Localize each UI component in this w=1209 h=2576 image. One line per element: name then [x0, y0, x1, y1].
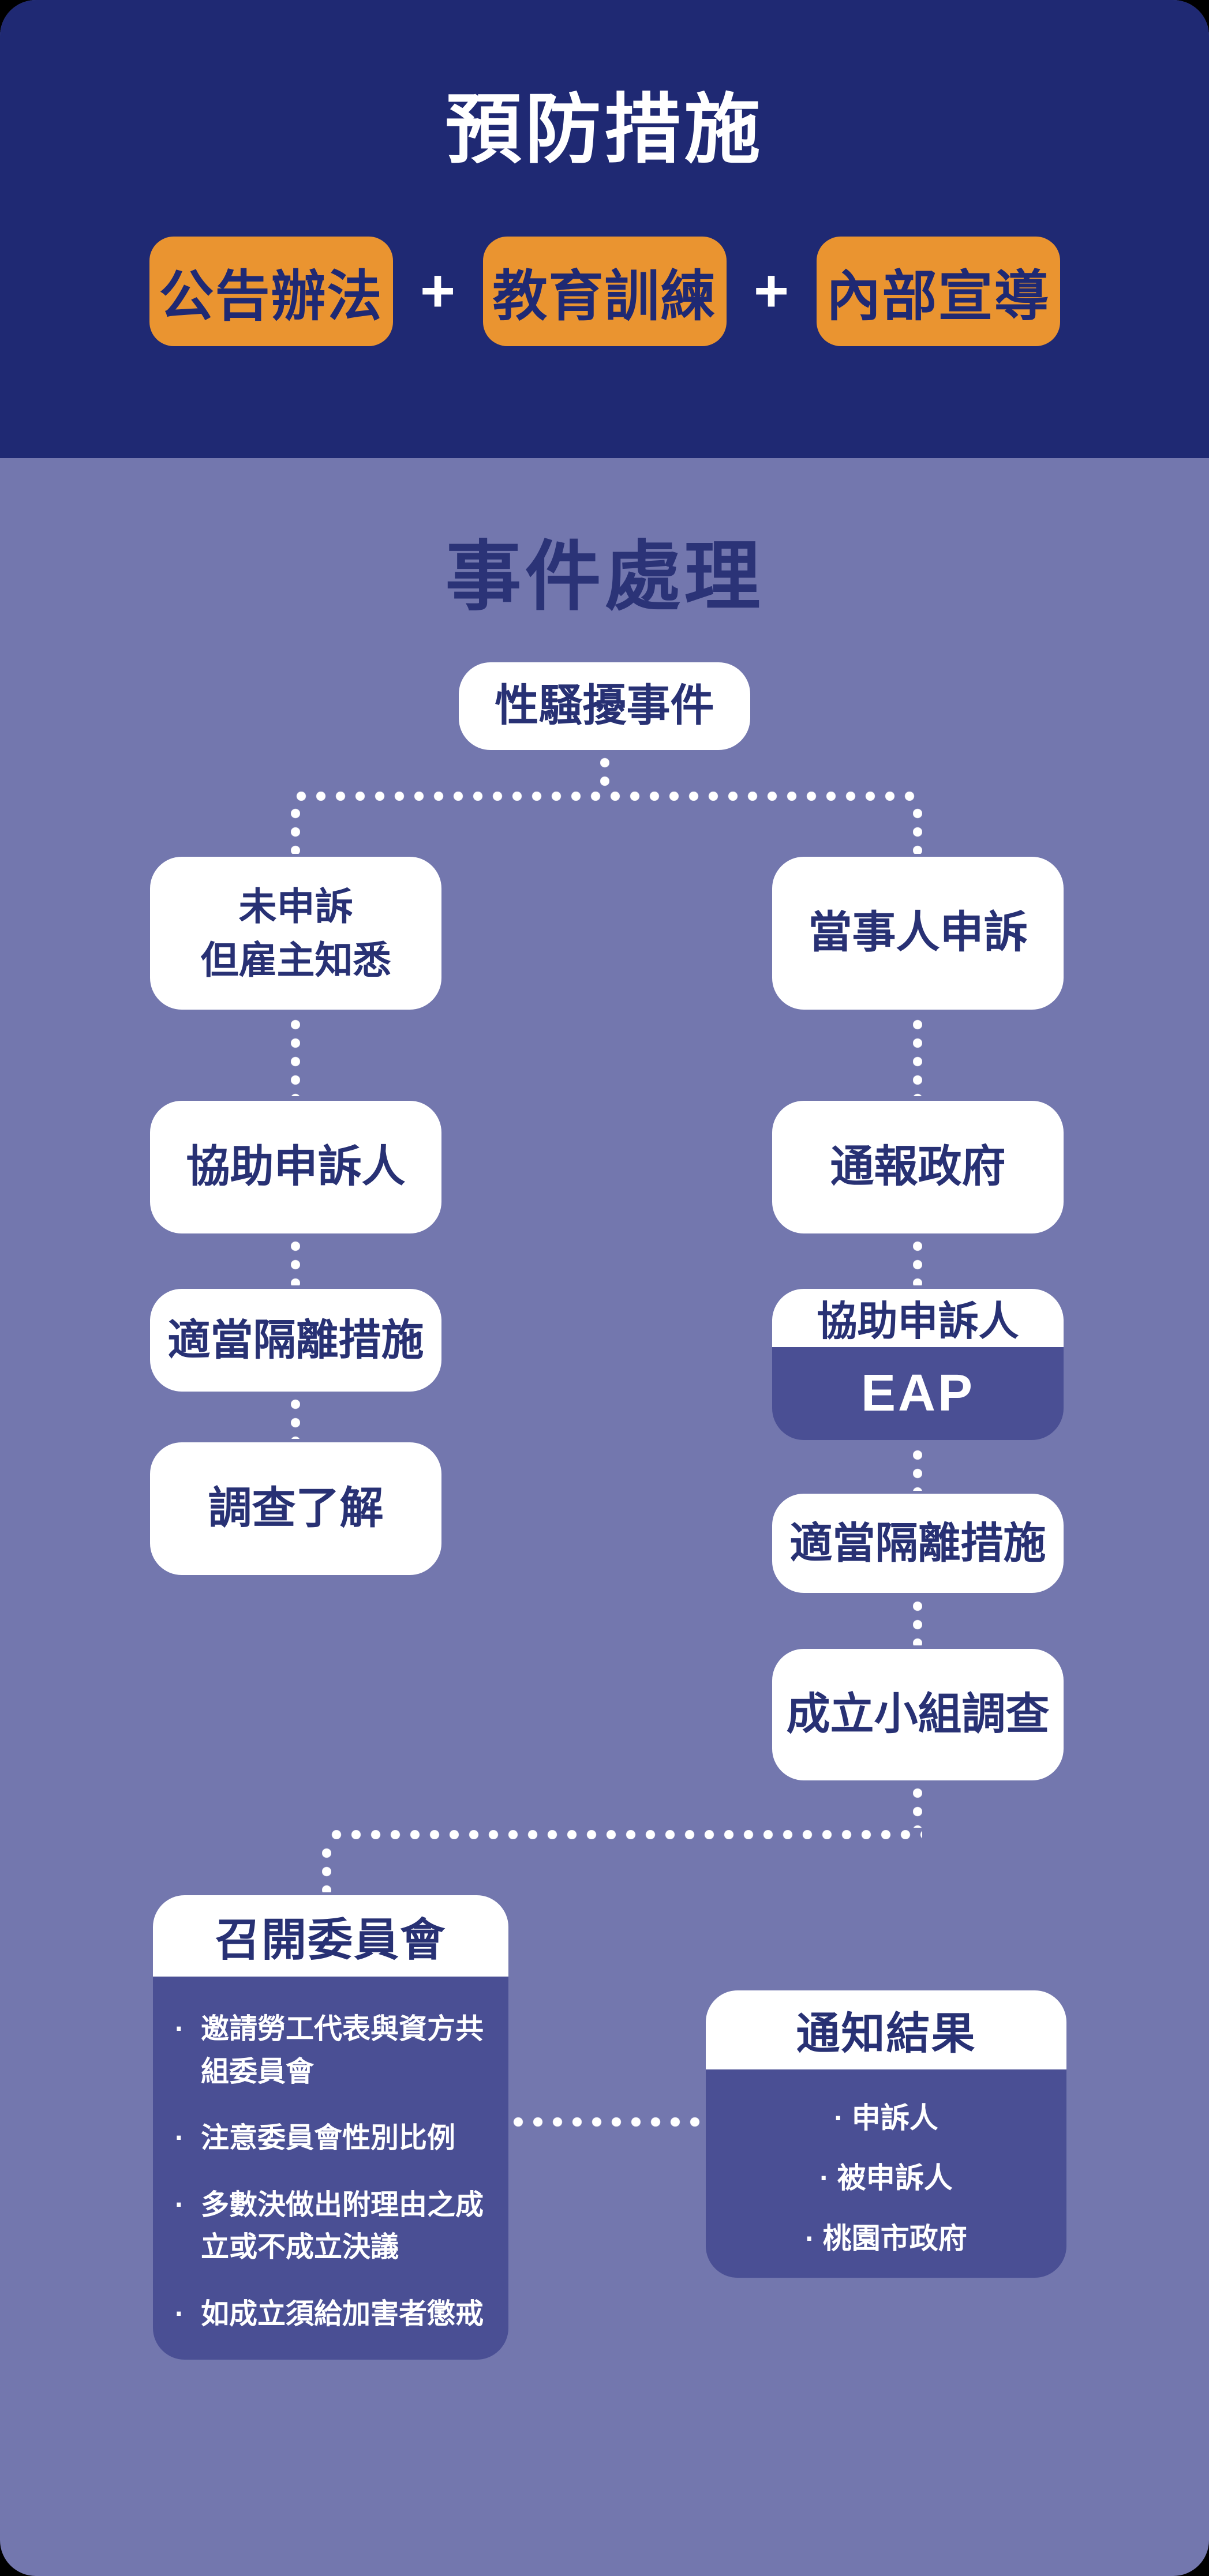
- committee-panel: 召開委員會 邀請勞工代表與資方共組委員會 注意委員會性別比例 多數決做出附理由之…: [153, 1895, 508, 2360]
- prevention-item-announce: 公告辦法: [149, 237, 393, 346]
- dotted-connector: [508, 2117, 706, 2127]
- dotted-connector: [291, 792, 922, 801]
- dotted-connector: [913, 1446, 922, 1491]
- flow-right-box-complaint: 當事人申訴: [772, 857, 1064, 1010]
- flow-right-box-assist-eap: 協助申訴人 EAP: [772, 1289, 1064, 1440]
- dotted-connector: [913, 804, 922, 854]
- prevention-buttons-row: 公告辦法 + 教育訓練 + 內部宣導: [0, 237, 1209, 346]
- eap-badge: EAP: [772, 1347, 1064, 1440]
- dotted-connector: [322, 1844, 331, 1892]
- flow-right-box-separation: 適當隔離措施: [772, 1494, 1064, 1593]
- notify-bullet: 申訴人: [706, 2097, 1066, 2139]
- dotted-connector: [913, 1597, 922, 1645]
- committee-title: 召開委員會: [153, 1895, 508, 1977]
- flow-right-assist-label: 協助申訴人: [772, 1289, 1064, 1347]
- notify-panel: 通知結果 申訴人 被申訴人 桃園市政府: [706, 1990, 1066, 2278]
- prevention-title: 預防措施: [445, 87, 764, 172]
- dotted-connector: [913, 1784, 922, 1828]
- flow-left-box-investigate: 調查了解: [150, 1442, 441, 1575]
- committee-bullet: 注意委員會性別比例: [169, 2117, 492, 2160]
- flow-left-box-separation: 適當隔離措施: [150, 1289, 441, 1392]
- committee-body: 邀請勞工代表與資方共組委員會 注意委員會性別比例 多數決做出附理由之成立或不成立…: [153, 1977, 508, 2360]
- committee-bullet: 多數決做出附理由之成立或不成立決議: [169, 2184, 492, 2269]
- committee-bullet: 如成立須給加害者懲戒: [169, 2293, 492, 2336]
- dotted-connector: [600, 753, 609, 790]
- notify-bullet: 桃園市政府: [706, 2218, 1066, 2260]
- dotted-connector: [291, 1237, 300, 1285]
- prevention-item-training: 教育訓練: [482, 237, 727, 346]
- dotted-connector: [913, 1015, 922, 1096]
- flow-start-box: 性騷擾事件: [459, 662, 750, 750]
- dotted-connector: [291, 1395, 300, 1439]
- committee-bullet: 邀請勞工代表與資方共組委員會: [169, 2008, 492, 2093]
- prevention-section: [0, 0, 1209, 458]
- flow-right-box-report-gov: 通報政府: [772, 1101, 1064, 1233]
- notify-bullet-list: 申訴人 被申訴人 桃園市政府: [706, 2097, 1066, 2260]
- flow-left-box-not-filed: 未申訴 但雇主知悉: [150, 857, 441, 1010]
- notify-bullet: 被申訴人: [706, 2157, 1066, 2199]
- flow-left-box-assist: 協助申訴人: [150, 1101, 441, 1233]
- flow-right-box-task-force: 成立小組調查: [772, 1649, 1064, 1780]
- dotted-connector: [291, 804, 300, 854]
- committee-bullet-list: 邀請勞工代表與資方共組委員會 注意委員會性別比例 多數決做出附理由之成立或不成立…: [169, 2008, 492, 2335]
- notify-title: 通知結果: [706, 1990, 1066, 2069]
- prevention-item-promotion: 內部宣導: [816, 237, 1060, 346]
- dotted-connector: [291, 1015, 300, 1096]
- dotted-connector: [327, 1830, 922, 1839]
- notify-body: 申訴人 被申訴人 桃園市政府: [706, 2069, 1066, 2278]
- handling-title: 事件處理: [445, 534, 764, 619]
- dotted-connector: [913, 1237, 922, 1285]
- plus-icon: +: [753, 257, 789, 325]
- plus-icon: +: [420, 257, 456, 325]
